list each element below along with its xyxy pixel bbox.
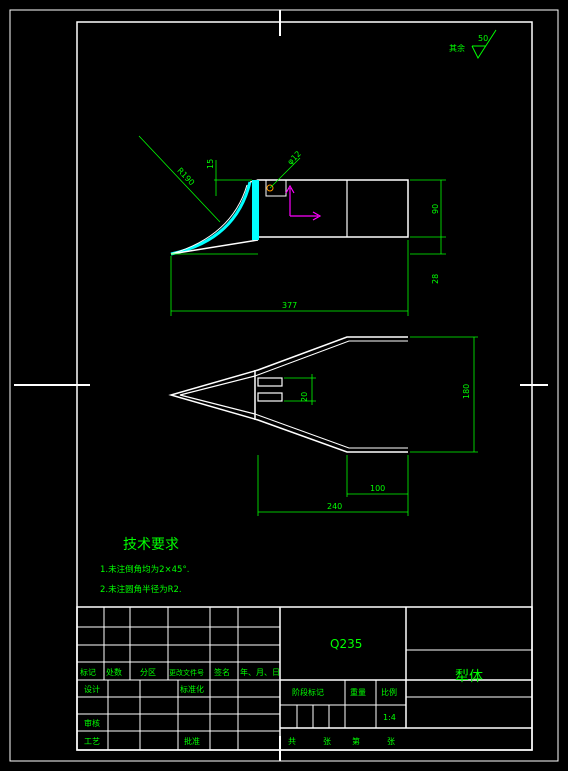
title-block: [76, 606, 533, 751]
body-outline: [257, 179, 409, 238]
label-weight: 重量: [350, 687, 366, 697]
label-sheet-no: 第: [352, 736, 360, 746]
label-sheets: 张: [323, 737, 331, 746]
head-sign: 签名: [214, 667, 230, 677]
dim-240: 240: [327, 502, 342, 511]
label-approve: 批准: [184, 736, 200, 746]
dim-180: 180: [462, 384, 471, 399]
label-sheets-2: 张: [387, 737, 395, 746]
label-standardize: 标准化: [180, 684, 204, 694]
head-count: 处数: [106, 667, 122, 677]
label-total: 共: [288, 737, 296, 746]
slot-upper: [257, 377, 283, 387]
tech-item-2: 2.未注圆角半径为R2.: [100, 584, 182, 595]
label-stage: 阶段标记: [292, 687, 324, 697]
material-text: Q235: [330, 637, 362, 651]
tech-item-1: 1.未注倒角均为2×45°.: [100, 564, 189, 575]
dim-377: 377: [282, 301, 297, 310]
dim-radius: R190: [175, 166, 196, 187]
label-design: 设计: [84, 684, 100, 694]
roughness-check-icon: [471, 29, 497, 60]
head-date: 年、月、日: [240, 667, 280, 677]
scale-value: 1:4: [383, 713, 396, 722]
ucs-y-arrow-icon: [285, 184, 295, 194]
roughness-value: 50: [478, 34, 488, 43]
mount-plate: [252, 180, 259, 240]
dim-20: 20: [300, 392, 309, 402]
dim-100: 100: [370, 484, 385, 493]
part-name: 犁体: [455, 669, 483, 685]
hole-icon: [266, 184, 274, 192]
dim-28: 28: [431, 274, 440, 284]
tech-title: 技术要求: [123, 537, 179, 553]
roughness-symbol: 其余 50: [449, 29, 497, 60]
dim-90: 90: [431, 204, 440, 214]
label-review: 审核: [84, 718, 100, 728]
slot-lower: [257, 392, 283, 402]
label-process: 工艺: [84, 737, 100, 746]
label-scale: 比例: [381, 687, 397, 697]
dim-15: 15: [206, 159, 215, 169]
blade-curve: [170, 181, 252, 256]
outer-border: [9, 9, 559, 762]
blade-bottom: [170, 239, 259, 255]
front-view: R190 15 φ12 90 28 377: [138, 135, 446, 316]
radius-leader: [138, 135, 221, 223]
head-change: 更改文件号: [169, 668, 204, 677]
head-zone: 分区: [140, 668, 156, 677]
head-mark: 标记: [80, 667, 96, 677]
top-view: [168, 336, 408, 453]
roughness-label: 其余: [449, 43, 465, 53]
dim-hole: φ12: [286, 149, 303, 166]
ucs-x-arrow-icon: [312, 211, 322, 221]
plan-outline: [168, 336, 408, 453]
